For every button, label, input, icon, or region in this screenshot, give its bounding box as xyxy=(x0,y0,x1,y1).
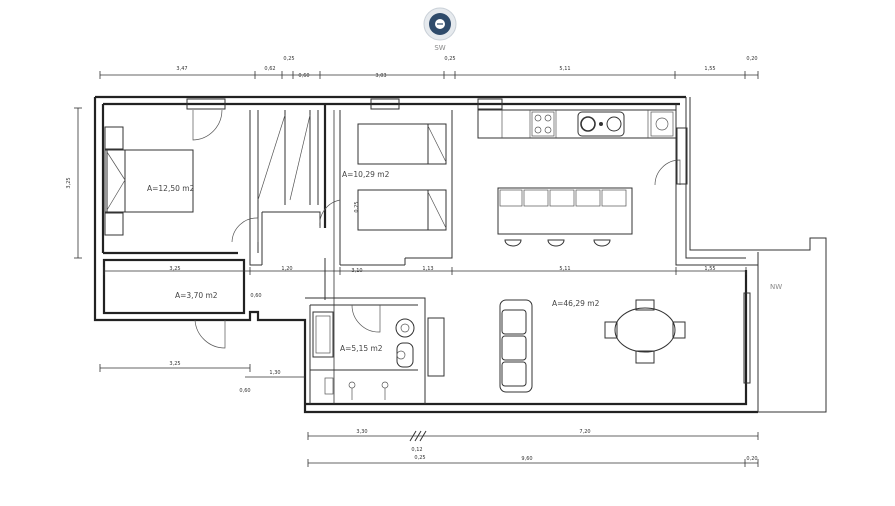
area-label-bedroom-1: A=12,50 m2 xyxy=(147,184,195,193)
dim-inner-6: 3,10 xyxy=(351,268,362,274)
compass-label: SW xyxy=(434,44,445,52)
closets xyxy=(257,114,311,201)
dim-inner-5: 0,60 xyxy=(250,293,261,299)
area-label-bedroom-2: A=10,29 m2 xyxy=(342,170,390,179)
dim-inner-7: 0,25 xyxy=(354,201,360,212)
dim-top-4: 3,03 xyxy=(375,73,386,79)
dim-inner-0: 3,25 xyxy=(169,266,180,272)
bed-single-1 xyxy=(357,123,447,165)
dim-bottom2-3: 0,20 xyxy=(746,456,757,462)
dim-bottom2-0: 0,12 xyxy=(411,447,422,453)
area-label-storage: A=3,70 m2 xyxy=(175,291,218,300)
dim-top-8: 0,20 xyxy=(746,56,757,62)
dim-top-5: 0,25 xyxy=(444,56,455,62)
dim-left-0: 3,25 xyxy=(66,177,72,188)
door-frame-right xyxy=(676,127,751,384)
dim-top-0: 3,47 xyxy=(176,66,187,72)
terrace-label: NW xyxy=(770,283,782,291)
bar-stools xyxy=(504,239,611,247)
dim-left-lower-2: 0,60 xyxy=(239,388,250,394)
cooktop-icon xyxy=(531,111,555,137)
dim-bottom1-1: 7,20 xyxy=(579,429,590,435)
kitchen-island xyxy=(497,187,633,235)
kitchen-counter xyxy=(477,109,677,139)
dimension-left-lower: 3,25 1,30 0,60 xyxy=(99,361,305,394)
exterior-walls xyxy=(93,95,827,414)
dim-inner-3: 5,11 xyxy=(559,266,570,272)
door-swings xyxy=(192,109,681,349)
interior-walls xyxy=(103,104,453,404)
compass-icon xyxy=(423,7,457,41)
dimension-top: 3,47 0,62 0,25 0,60 3,03 0,25 5,11 1,55 … xyxy=(99,56,759,79)
dim-top-1: 0,62 xyxy=(264,66,275,72)
dim-bottom2-1: 0,25 xyxy=(414,455,425,461)
dim-left-lower-0: 3,25 xyxy=(169,361,180,367)
washer-icon xyxy=(650,111,674,137)
area-label-living: A=46,29 m2 xyxy=(552,299,600,308)
dimension-inner: 3,25 1,20 1,13 5,11 1,55 0,60 3,10 0,25 xyxy=(103,201,747,299)
dim-top-3: 0,60 xyxy=(298,73,309,79)
bed-single-2 xyxy=(357,189,447,231)
dim-inner-4: 1,55 xyxy=(704,266,715,272)
bed-double-1 xyxy=(104,126,194,236)
area-label-bathroom: A=5,15 m2 xyxy=(340,344,383,353)
sofa xyxy=(499,299,533,393)
dim-inner-1: 1,20 xyxy=(281,266,292,272)
windows-top xyxy=(186,98,503,110)
dimension-bottom: 3,30 7,20 0,12 0,25 9,60 0,20 xyxy=(307,429,759,467)
dimension-left: 3,25 xyxy=(66,107,82,259)
dim-left-lower-1: 1,30 xyxy=(269,370,280,376)
dim-bottom2-2: 9,60 xyxy=(521,456,532,462)
dim-top-2: 0,25 xyxy=(283,56,294,62)
sink-icon xyxy=(577,111,625,137)
dim-top-7: 1,55 xyxy=(704,66,715,72)
dim-bottom1-0: 3,30 xyxy=(356,429,367,435)
dim-inner-2: 1,13 xyxy=(422,266,433,272)
dining-table xyxy=(604,299,686,364)
dim-top-6: 5,11 xyxy=(559,66,570,72)
bathroom-fixtures xyxy=(312,311,445,400)
